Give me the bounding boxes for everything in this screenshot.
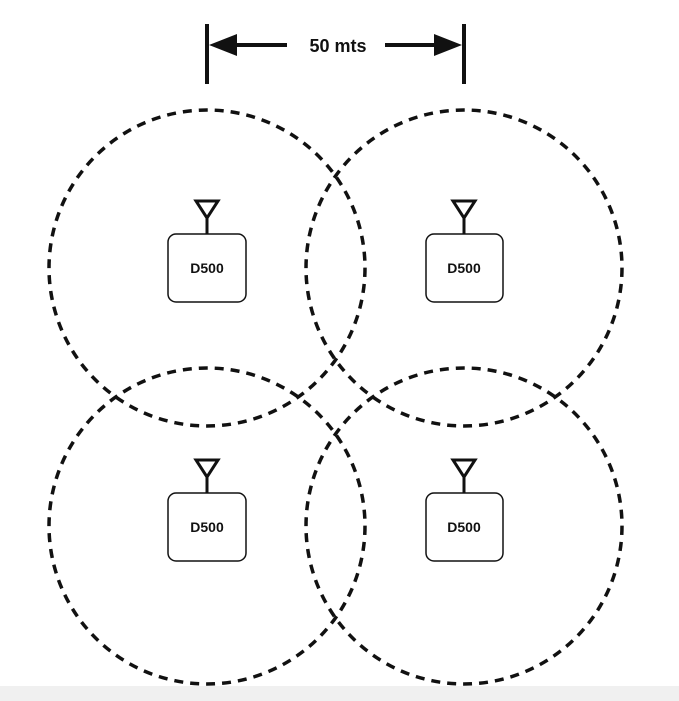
dimension-label: 50 mts: [309, 36, 366, 56]
antenna-icon: [450, 199, 478, 234]
device-bottom-left: D500: [167, 458, 247, 562]
device-box: [167, 233, 247, 303]
device-box: [167, 492, 247, 562]
dimension-left-arrow-icon: [209, 34, 237, 56]
device-top-right: D500: [425, 199, 504, 303]
coverage-circle-bottom-left: [47, 366, 367, 686]
device-box: [425, 233, 504, 303]
coverage-circle-top-right: [304, 108, 624, 428]
device-label: D500: [190, 260, 224, 276]
antenna-icon: [193, 458, 221, 493]
device-box: [425, 492, 504, 562]
coverage-circle-top-left: [47, 108, 367, 428]
device-bottom-right: D500: [425, 458, 504, 562]
device-label: D500: [190, 519, 224, 535]
device-top-left: D500: [167, 199, 247, 303]
distance-dimension: 50 mts: [205, 24, 466, 84]
device-label: D500: [447, 260, 481, 276]
bottom-strip: [0, 686, 679, 701]
antenna-icon: [193, 199, 221, 234]
coverage-circle-bottom-right: [304, 366, 624, 686]
antenna-icon: [450, 458, 478, 493]
dimension-right-arrow-icon: [434, 34, 462, 56]
device-label: D500: [447, 519, 481, 535]
